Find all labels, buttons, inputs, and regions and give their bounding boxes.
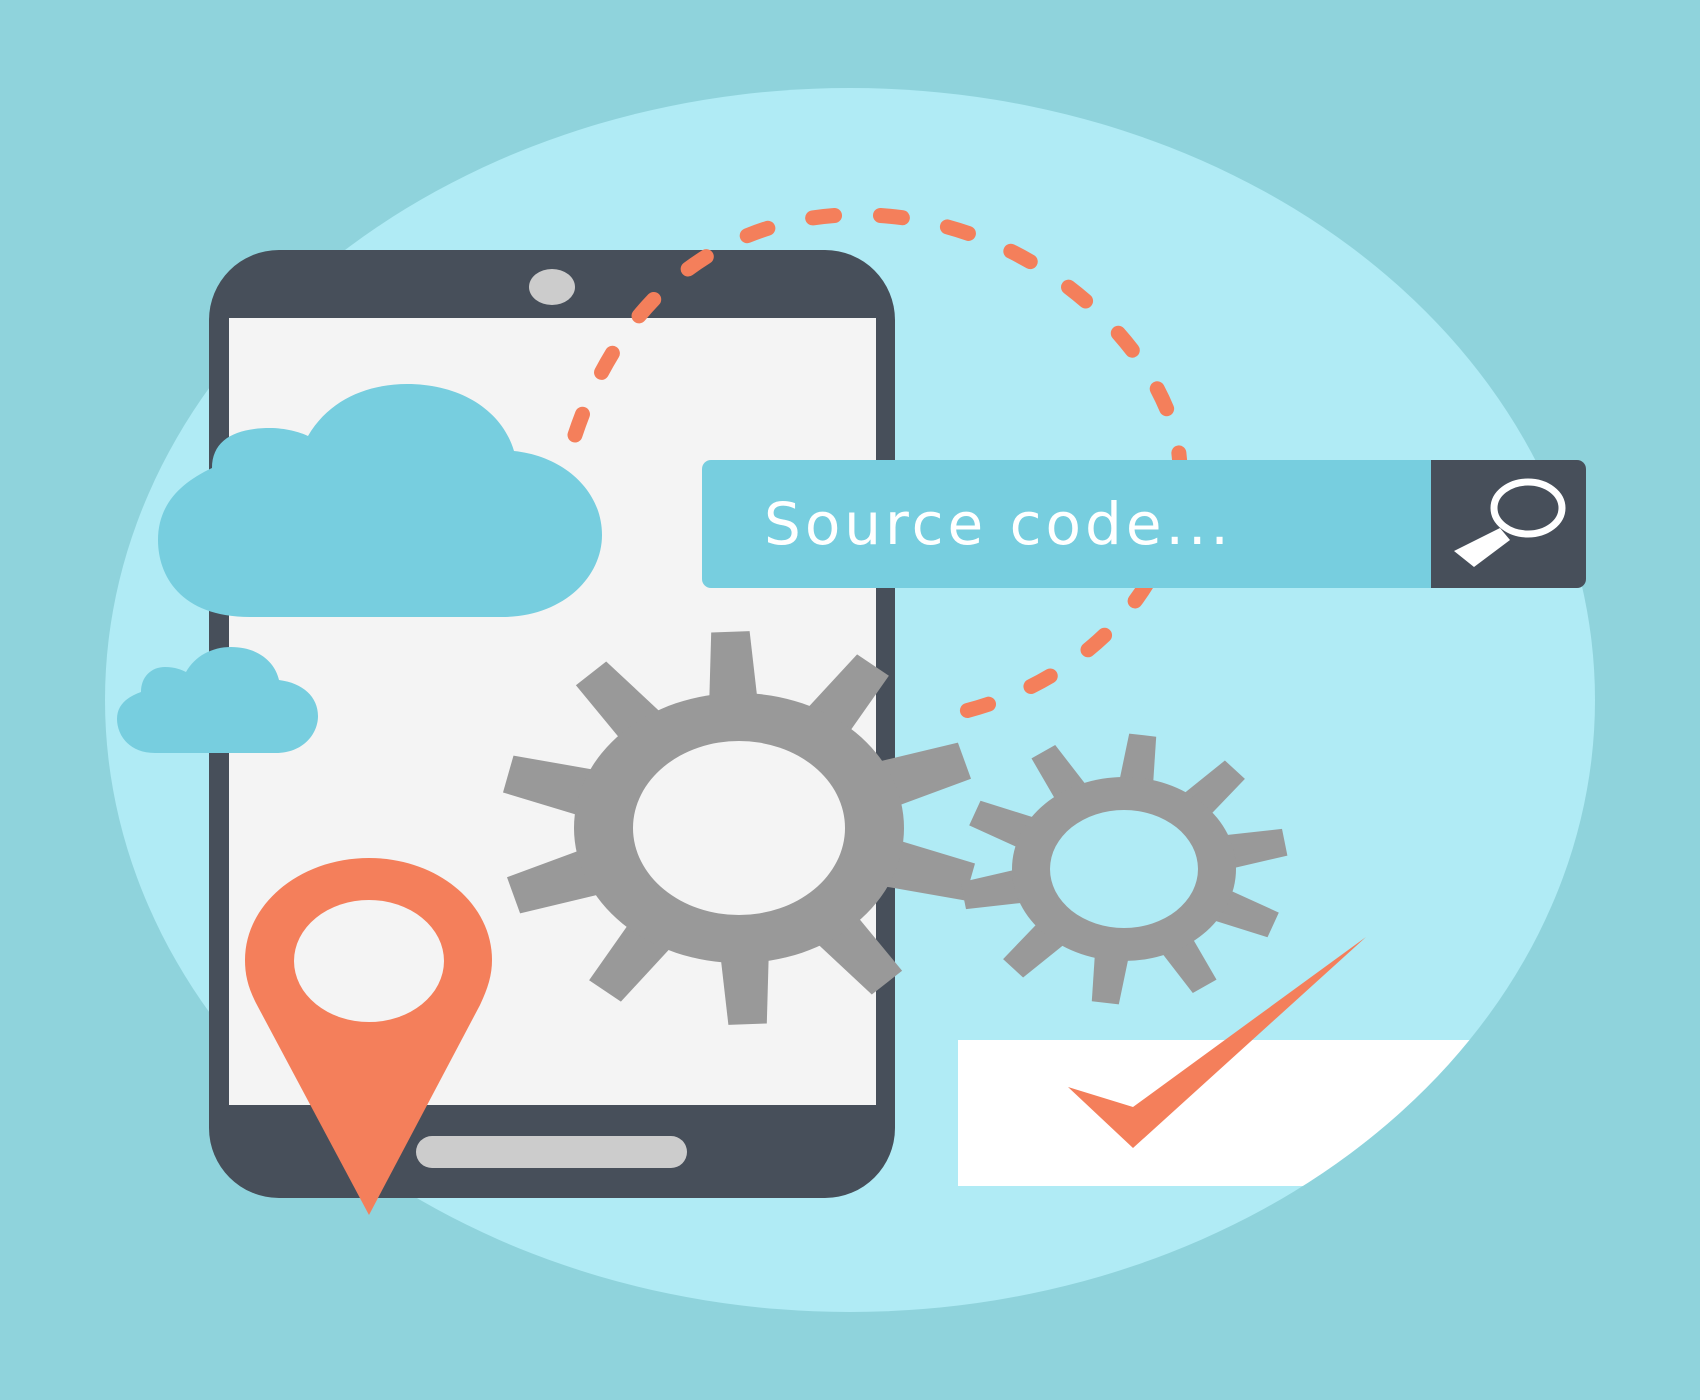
search-field <box>702 460 1442 588</box>
location-pin-icon <box>245 858 492 1215</box>
gear-tooth <box>1119 733 1157 786</box>
dashed-arc <box>567 207 1188 726</box>
search-button[interactable] <box>1431 460 1586 588</box>
cloud-icon <box>117 647 318 753</box>
gear-icon <box>960 733 1288 1005</box>
gear-tooth <box>960 869 1024 910</box>
gear-tooth <box>720 956 769 1025</box>
gear-hole <box>1050 810 1198 928</box>
magnifier-icon <box>1454 478 1566 567</box>
gear-tooth <box>807 654 889 735</box>
gear-tooth <box>885 840 975 901</box>
home-bar-icon <box>416 1136 687 1168</box>
search-input[interactable]: Source code... <box>702 460 1431 588</box>
gear-tooth <box>709 631 758 700</box>
gear-tooth <box>1224 828 1288 869</box>
gear-tooth <box>1213 889 1279 938</box>
camera-dot-icon <box>529 269 575 305</box>
gear-tooth <box>969 800 1035 849</box>
gear-hole <box>633 741 845 915</box>
gear-tooth <box>880 742 971 807</box>
gear-icon <box>503 631 975 1025</box>
search-bar <box>702 460 1586 588</box>
gear-tooth <box>507 849 598 914</box>
cloud-icon <box>158 384 602 617</box>
search-input-value: Source code... <box>764 490 1233 558</box>
gear-tooth <box>503 755 593 816</box>
gear-tooth <box>1091 952 1129 1005</box>
gear-tooth <box>589 921 671 1002</box>
